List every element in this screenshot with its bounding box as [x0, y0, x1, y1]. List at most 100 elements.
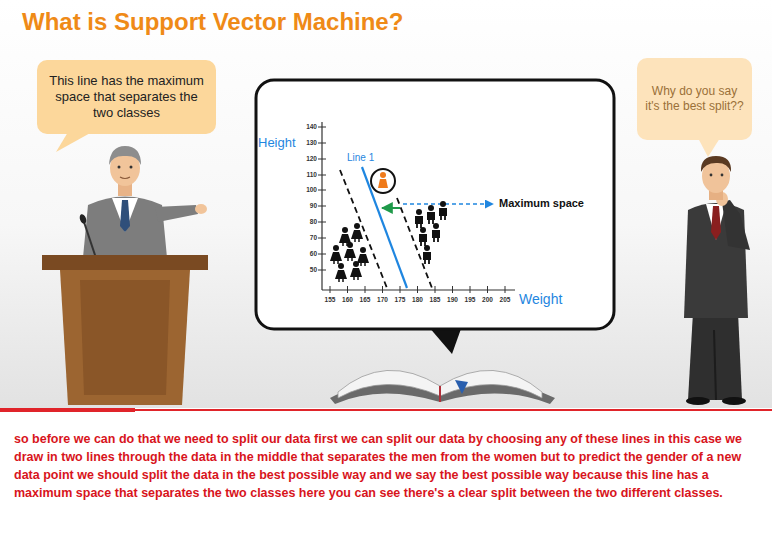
tick-label: 200	[482, 296, 493, 303]
microphone	[78, 213, 87, 224]
podium-panel	[80, 280, 170, 395]
tick-label: 130	[306, 139, 317, 146]
tick-mark	[400, 286, 401, 293]
person-body	[378, 179, 388, 188]
tick-mark	[487, 286, 488, 293]
men-cluster	[415, 201, 447, 264]
slide-title: What is Support Vector Machine?	[22, 8, 403, 36]
book-page	[338, 370, 440, 398]
man-icon	[439, 201, 447, 220]
x-ticks	[330, 286, 505, 293]
tick-label: 185	[430, 296, 441, 303]
open-book	[330, 370, 555, 404]
tick-mark	[318, 143, 326, 144]
tick-mark	[470, 286, 471, 293]
listener-figure	[684, 156, 750, 405]
panel-frame	[256, 80, 614, 329]
woman-icon	[335, 263, 347, 282]
speaker-eye	[130, 166, 133, 169]
listener-arm	[722, 200, 750, 250]
listener-eye	[710, 174, 713, 177]
progress-track	[0, 409, 772, 411]
subtitle-ground	[0, 408, 772, 543]
person-head	[380, 172, 386, 178]
man-icon	[419, 227, 427, 246]
tick-mark	[330, 286, 331, 293]
tick-mark	[318, 190, 326, 191]
bubble-tail	[698, 138, 720, 157]
annotation: Maximum space	[499, 197, 584, 209]
microphone-stand	[84, 222, 96, 258]
man-icon	[415, 209, 423, 228]
new-point-circle	[371, 169, 395, 193]
listener-shoe	[686, 397, 710, 405]
listener-tie	[711, 206, 721, 240]
margin-line	[340, 170, 387, 288]
subtitle-text: so before we can do that we need to spli…	[14, 430, 762, 502]
tick-mark	[382, 286, 383, 293]
progress-bar	[0, 408, 135, 412]
tick-mark	[318, 175, 326, 176]
tick-mark	[318, 254, 326, 255]
separating-line	[362, 167, 407, 288]
tick-mark	[435, 286, 436, 293]
new-data-point	[378, 172, 388, 188]
woman-icon	[330, 245, 342, 264]
listener-eye	[721, 174, 724, 177]
tick-label: 180	[412, 296, 423, 303]
tick-label: 160	[342, 296, 353, 303]
speech-bubble: Why do you say it's the best split??	[637, 58, 752, 140]
book-page	[440, 370, 542, 398]
tick-mark	[318, 222, 326, 223]
tick-label: 80	[310, 218, 317, 225]
tick-mark	[318, 270, 326, 271]
tick-label: 110	[307, 171, 318, 178]
speaker-tie	[120, 200, 130, 232]
tick-label: 195	[465, 296, 476, 303]
speaker-figure	[42, 146, 208, 405]
podium-top	[42, 255, 208, 270]
woman-icon	[350, 261, 362, 280]
tick-label: 190	[447, 296, 458, 303]
speaker-shirt	[112, 198, 138, 232]
axis-title: Weight	[519, 291, 562, 307]
tick-mark	[505, 286, 506, 293]
tick-label: 90	[310, 202, 317, 209]
y-ticks	[318, 127, 326, 270]
tick-mark	[318, 159, 326, 160]
speaker-arm	[155, 205, 198, 222]
podium-body	[60, 270, 190, 405]
x-axis	[322, 289, 515, 290]
line-label: Line 1	[347, 152, 374, 163]
tick-mark	[365, 286, 366, 293]
slide-background	[0, 0, 772, 408]
speaker-hand	[195, 204, 207, 214]
tick-label: 140	[306, 123, 317, 130]
axis-title: Height	[258, 135, 296, 150]
man-icon	[432, 223, 440, 242]
woman-icon	[351, 223, 363, 242]
book-spine	[439, 386, 441, 402]
tick-mark	[318, 127, 326, 128]
tick-mark	[452, 286, 453, 293]
speaker-hair	[109, 146, 141, 165]
tick-mark	[318, 238, 326, 239]
listener-legs	[688, 312, 742, 400]
man-icon	[427, 205, 435, 224]
tick-label: 50	[310, 266, 317, 273]
woman-icon	[344, 242, 356, 261]
book-ribbon	[455, 380, 468, 394]
bubble-text: Why do you say it's the best split??	[645, 84, 744, 114]
listener-leg-gap	[714, 330, 716, 400]
margin-arrow	[382, 207, 400, 209]
tick-label: 100	[306, 186, 317, 193]
speaker-mouth	[120, 177, 130, 179]
tick-label: 205	[500, 296, 511, 303]
tick-label: 155	[325, 296, 336, 303]
bubble-text: This line has the maximum space that sep…	[49, 73, 204, 121]
listener-shirt	[706, 204, 726, 240]
tick-label: 120	[306, 155, 317, 162]
tick-mark	[417, 286, 418, 293]
women-cluster	[330, 223, 369, 282]
speech-bubble: This line has the maximum space that sep…	[37, 60, 216, 134]
